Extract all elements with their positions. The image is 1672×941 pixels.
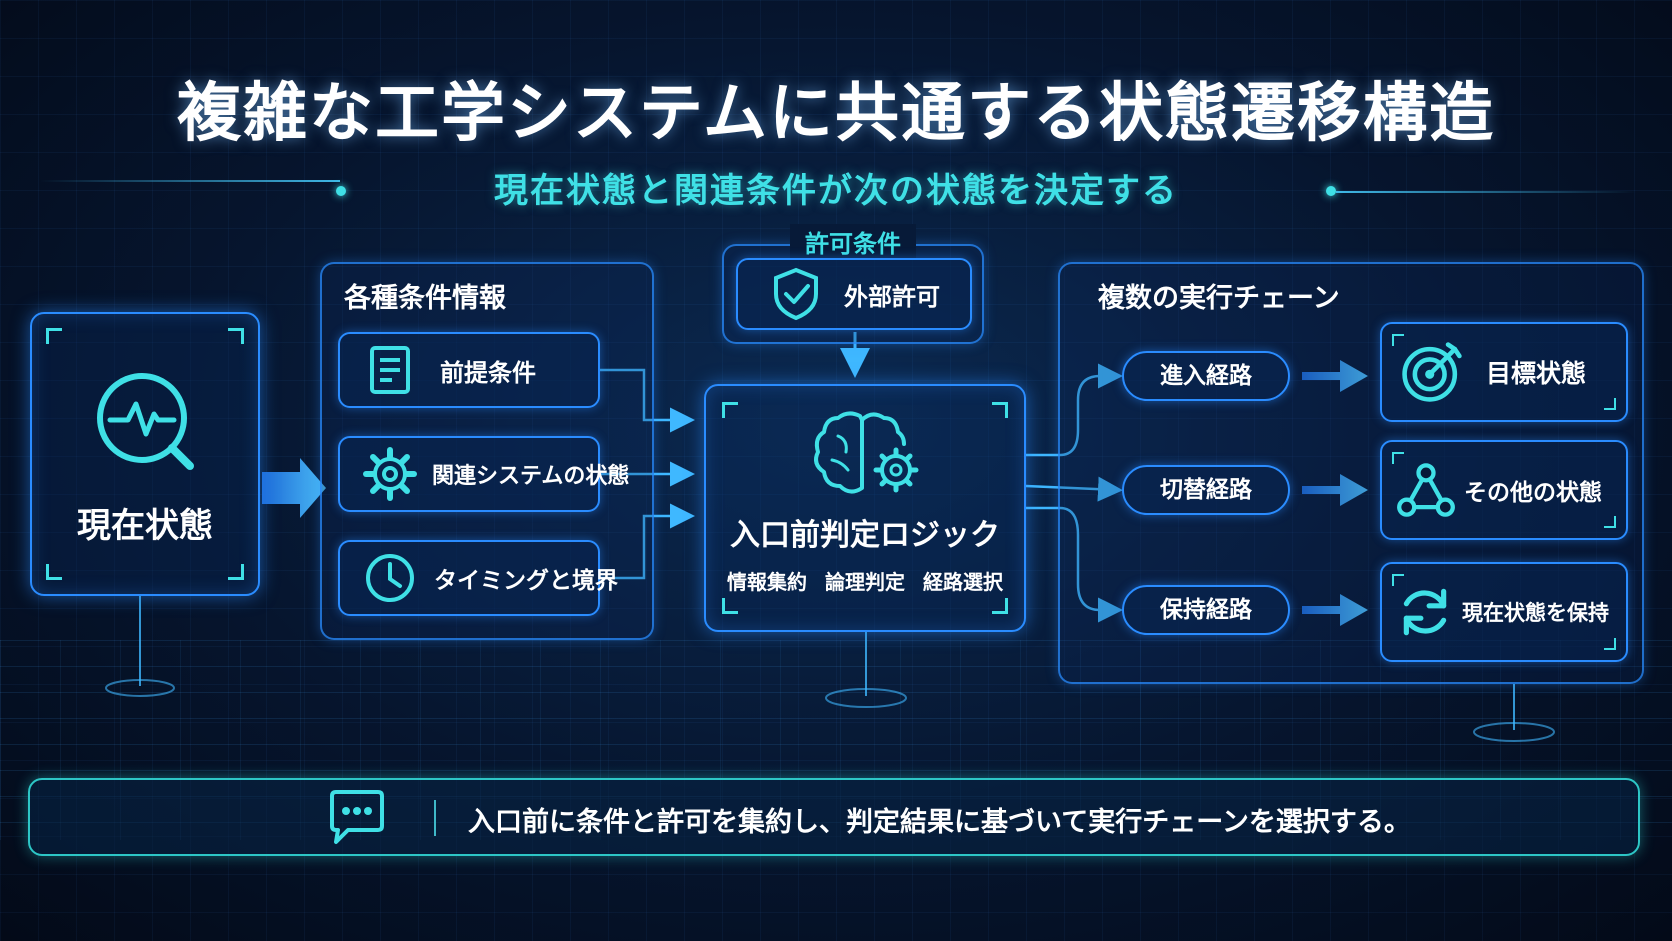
logic-steps: 情報集約 論理判定 経路選択 <box>706 566 1024 595</box>
arrow-current-to-conditions <box>262 458 326 518</box>
connector-logic-to-entry <box>1026 363 1123 457</box>
path-hold: 保持経路 <box>1122 585 1290 635</box>
footer-bar: 入口前に条件と許可を集約し、判定結果に基づいて実行チェーンを選択する。 <box>28 778 1640 856</box>
connector-logic-to-hold <box>1026 506 1123 623</box>
subtitle-deco-line-right <box>1336 191 1636 193</box>
corner-mark <box>722 598 738 614</box>
permission-item-label: 外部許可 <box>844 282 940 311</box>
brain-gear-icon <box>814 411 919 494</box>
corner-mark <box>992 402 1008 418</box>
chat-bubble-icon <box>330 790 384 844</box>
result-target-state: 目標状態 <box>1380 322 1628 422</box>
result-label: 目標状態 <box>1486 359 1587 388</box>
condition-item-label: 前提条件 <box>440 358 536 387</box>
corner-mark <box>1392 574 1404 586</box>
corner-mark <box>1392 334 1404 346</box>
arrow-switch-to-other <box>1302 474 1368 506</box>
subtitle-deco-line-left <box>40 180 340 182</box>
condition-item-label: タイミングと境界 <box>434 568 618 594</box>
corner-mark <box>992 598 1008 614</box>
corner-mark <box>46 564 62 580</box>
beam-base-current-state <box>105 679 175 697</box>
pulse-search-icon <box>97 373 194 470</box>
logic-step-aggregate: 情報集約 <box>727 570 807 594</box>
corner-mark <box>228 328 244 344</box>
beam-base-logic <box>825 688 907 708</box>
subtitle-deco-dot-left <box>336 186 346 196</box>
corner-mark <box>1604 638 1616 650</box>
page-title: 複雑な工学システムに共通する状態遷移構造 <box>176 77 1496 151</box>
conditions-panel-label: 各種条件情報 <box>344 283 506 314</box>
path-entry: 進入経路 <box>1122 351 1290 401</box>
condition-item-label: 関連システムの状態 <box>432 464 630 489</box>
subtitle-deco-dot-right <box>1326 186 1336 196</box>
logic-label: 入口前判定ロジック <box>730 518 1000 553</box>
permission-label: 許可条件 <box>790 224 916 259</box>
document-icon <box>370 346 410 394</box>
gear-icon <box>363 447 417 501</box>
corner-mark <box>1604 516 1616 528</box>
beam-base-chains <box>1473 722 1555 742</box>
permission-item-external: 外部許可 <box>736 258 972 330</box>
result-label: 現在状態を保持 <box>1462 601 1609 625</box>
chains-panel-label: 複数の実行チェーン <box>1098 283 1340 314</box>
logic-step-select: 経路選択 <box>923 570 1003 594</box>
current-state-panel: 現在状態 <box>30 312 260 596</box>
corner-mark <box>1604 398 1616 410</box>
network-icon <box>1397 463 1455 517</box>
corner-mark <box>228 564 244 580</box>
refresh-icon <box>1403 588 1447 636</box>
connector-logic-to-switch <box>1025 476 1123 502</box>
connector-timing-to-logic <box>600 503 695 580</box>
condition-item-timing: タイミングと境界 <box>338 540 618 616</box>
result-keep-current: 現在状態を保持 <box>1380 562 1628 662</box>
connector-premise-to-logic <box>600 368 695 433</box>
condition-item-related-system: 関連システムの状態 <box>338 436 629 512</box>
result-other-state: その他の状態 <box>1380 440 1628 540</box>
condition-item-premise: 前提条件 <box>338 332 600 408</box>
footer-text: 入口前に条件と許可を集約し、判定結果に基づいて実行チェーンを選択する。 <box>468 807 1411 838</box>
target-icon <box>1402 342 1462 402</box>
corner-mark <box>46 328 62 344</box>
result-label: その他の状態 <box>1464 480 1602 506</box>
corner-mark <box>1392 452 1404 464</box>
shield-check-icon <box>774 267 818 321</box>
current-state-label: 現在状態 <box>77 506 213 546</box>
clock-icon <box>366 554 414 602</box>
footer-divider <box>434 800 436 836</box>
page-subtitle: 現在状態と関連条件が次の状態を決定する <box>494 171 1178 211</box>
path-switch: 切替経路 <box>1122 465 1290 515</box>
logic-panel: 入口前判定ロジック 情報集約 論理判定 経路選択 <box>704 384 1026 632</box>
arrow-entry-to-target <box>1302 360 1368 392</box>
corner-mark <box>722 402 738 418</box>
arrow-hold-to-keep <box>1302 594 1368 626</box>
logic-step-judge: 論理判定 <box>825 570 905 594</box>
